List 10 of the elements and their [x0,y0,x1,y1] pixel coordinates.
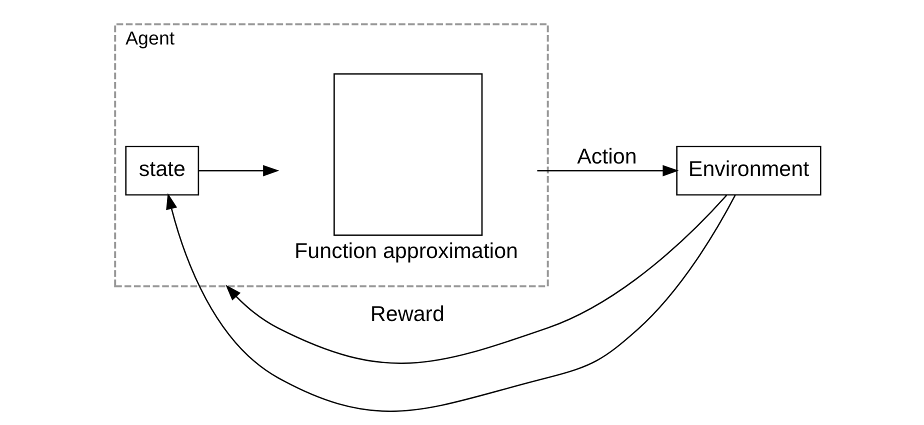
arrow [198,165,279,176]
node-box: state [124,146,199,196]
node-box: Environment [676,146,821,196]
node-label: Function approximation [294,238,518,263]
node-box [333,73,482,236]
arrow [225,194,727,364]
edge-label: Reward [370,302,444,326]
edge-label: Action [576,144,636,169]
arrow [536,165,678,176]
arrow [166,193,736,412]
